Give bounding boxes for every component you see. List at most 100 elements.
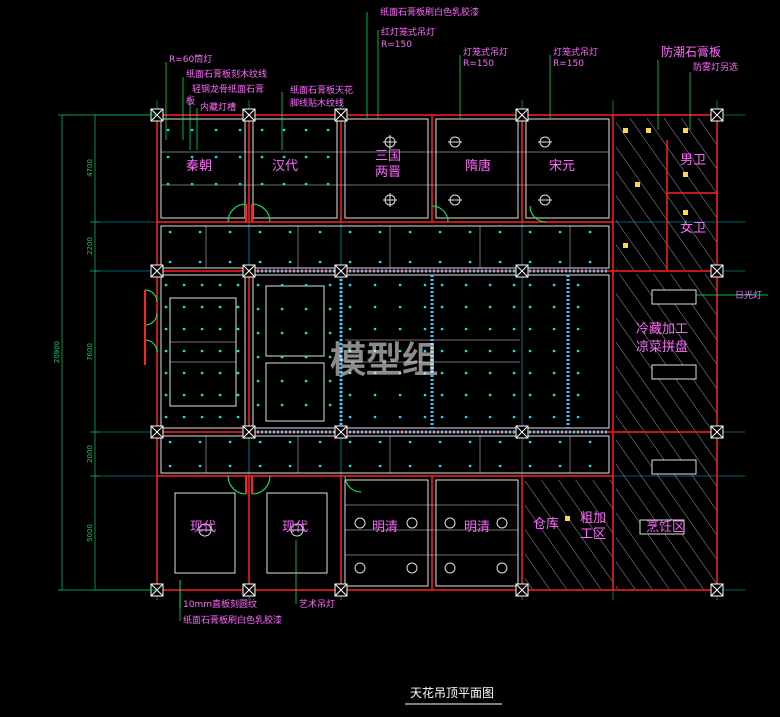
downlight-dot (528, 464, 532, 468)
downlight-dot (576, 283, 580, 287)
anno-kemu: 纸面石膏板刻木纹线 (186, 68, 267, 80)
downlight-dot (576, 415, 580, 419)
downlight-dot (236, 327, 240, 331)
column-marker (334, 108, 348, 122)
anno-dengcong1: 灯笼式吊灯 (463, 46, 508, 58)
anno-riguang: 日光灯 (735, 289, 762, 301)
downlight-dot (218, 327, 222, 331)
downlight-dot (423, 371, 427, 375)
downlight-dot (282, 155, 286, 159)
downlight-dot (468, 464, 472, 468)
downlight-dot (182, 415, 186, 419)
downlight-dot (318, 260, 322, 264)
downlight-dot (398, 305, 402, 309)
fluorescent-lights (639, 289, 697, 535)
dimension-chain (58, 114, 157, 591)
downlight-dot (256, 283, 260, 287)
downlight-dot (166, 182, 170, 186)
downlight-dot (552, 349, 556, 353)
light-troughs (253, 269, 609, 434)
downlight-dot (488, 305, 492, 309)
downlight-dot (373, 305, 377, 309)
downlight-dot (164, 393, 168, 397)
downlight-dot (512, 415, 516, 419)
downlight-dot (408, 464, 412, 468)
downlight-dot (558, 230, 562, 234)
downlight-dot (260, 182, 264, 186)
label-qin: 秦朝 (186, 159, 212, 174)
downlight-dot (318, 464, 322, 468)
downlight-dot (464, 371, 468, 375)
downlight-dot (304, 182, 308, 186)
downlight-dot (228, 260, 232, 264)
downlight-dot (438, 260, 442, 264)
downlight-dot (318, 440, 322, 444)
downlight-dot (348, 464, 352, 468)
downlight-dot (238, 128, 242, 132)
downlight-dot (200, 415, 204, 419)
downlight-dot (238, 155, 242, 159)
pendant-lamps (197, 135, 552, 574)
downlight-dot (528, 283, 532, 287)
dim-5000: 5000 (86, 524, 94, 542)
downlight-dot (512, 371, 516, 375)
downlight-dot (256, 331, 260, 335)
column-marker (710, 264, 724, 278)
downlight-dot (190, 182, 194, 186)
room-labels: 秦朝 汉代 三国 两晋 隋唐 宋元 男卫 女卫 冷藏加工 凉菜拼盘 现代 现代 … (186, 149, 706, 542)
downlight-dot (398, 283, 402, 287)
downlight-dot (200, 393, 204, 397)
downlight-dot (528, 371, 532, 375)
downlight-dot (528, 327, 532, 331)
downlight-dot (304, 128, 308, 132)
downlight-dot (328, 403, 332, 407)
downlight-dot (528, 230, 532, 234)
downlight-dot (326, 155, 330, 159)
downlight-dot (200, 305, 204, 309)
downlight-dot (468, 440, 472, 444)
column-marker (150, 264, 164, 278)
downlight-dot (318, 230, 322, 234)
downlight-dot (304, 307, 308, 311)
downlight-dot (200, 283, 204, 287)
downlight-dot (348, 440, 352, 444)
downlight-dot (282, 128, 286, 132)
ceiling-panels (160, 118, 610, 587)
downlight-dot (288, 464, 292, 468)
downlight-dot (328, 355, 332, 359)
label-cujiagong1: 粗加 (580, 511, 606, 526)
downlight-dot (326, 128, 330, 132)
downlight-dot (378, 260, 382, 264)
downlight-dot (214, 128, 218, 132)
downlight-dot (440, 415, 444, 419)
downlight-dot (198, 230, 202, 234)
downlight-dot (378, 440, 382, 444)
downlight-dot (423, 415, 427, 419)
downlight-dot (588, 260, 592, 264)
downlight-dot (398, 349, 402, 353)
downlight-dot (498, 230, 502, 234)
downlight-dot (498, 464, 502, 468)
downlight-dot (326, 182, 330, 186)
downlight-dot (423, 349, 427, 353)
downlight-dot (280, 355, 284, 359)
downlight-dot (552, 283, 556, 287)
downlight-dot (440, 393, 444, 397)
downlight-dot (238, 182, 242, 186)
downlight-dot (488, 327, 492, 331)
downlight-dot (423, 327, 427, 331)
anno-qinggang2: 板 (186, 95, 195, 107)
downlight-dot (348, 415, 352, 419)
downlight-dot (558, 440, 562, 444)
label-songyuan: 宋元 (549, 159, 575, 174)
anno-fangwu: 防雾灯另选 (693, 61, 738, 73)
label-cujiagong2: 工区 (580, 527, 606, 542)
downlight-dot (256, 403, 260, 407)
column-marker (242, 264, 256, 278)
downlight-dot (164, 371, 168, 375)
downlight-dot (168, 260, 172, 264)
downlight-dot (576, 349, 580, 353)
downlight-dot (164, 305, 168, 309)
downlight-dot (348, 283, 352, 287)
downlight-dot (218, 393, 222, 397)
